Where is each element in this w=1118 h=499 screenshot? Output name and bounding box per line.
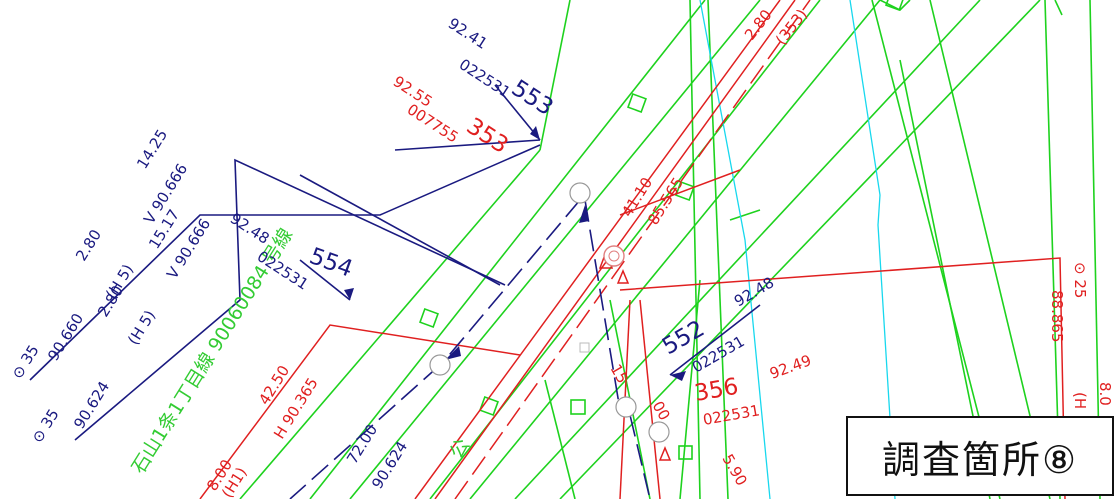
dim-1425: 14.25: [133, 126, 171, 172]
number-p356: 356: [693, 374, 741, 407]
dim-h90660: 90.660: [44, 310, 87, 364]
number-p353: 353: [462, 113, 513, 159]
dim-590: 5.90: [719, 451, 751, 489]
boundary-line: [699, 0, 771, 499]
value-p356: 92.49: [767, 351, 814, 383]
dim-h90624-b: 90.624: [368, 438, 411, 492]
boundary-line-right: [849, 0, 896, 499]
value-p552: 92.48: [731, 273, 777, 310]
code-p356: 022531: [702, 401, 762, 429]
survey-point-inner: [608, 250, 620, 262]
dim-280-a: 2.80: [72, 226, 105, 264]
dim-88865: 88.865: [1048, 290, 1066, 343]
survey-point-circle: [648, 421, 670, 443]
dim-circ35-b: ⊙ 35: [28, 406, 63, 446]
street-fragment: 公: [446, 435, 475, 463]
road-lines: [239, 0, 1101, 499]
survey-markers: [429, 182, 670, 443]
number-p554: 554: [306, 243, 356, 282]
small-square-marker: [579, 342, 590, 353]
code-p353: 007755: [404, 100, 462, 146]
dim-8-0: 8.0: [1096, 382, 1114, 406]
code-p553: 022531: [456, 55, 514, 101]
dim-280-top: 2.80: [741, 6, 776, 43]
survey-point-circle: [569, 182, 591, 204]
survey-point-circle: [429, 354, 451, 376]
survey-point-circle: [615, 396, 637, 418]
value-p553: 92.41: [445, 14, 491, 52]
page-title: 調査箇所⑧: [881, 437, 1079, 482]
dim-paren-h: (H: [1071, 392, 1089, 409]
title-box: 調査箇所⑧: [846, 416, 1114, 496]
dim-circ35-a: ⊙ 35: [8, 342, 43, 382]
dim-h5-b: (H 5): [124, 307, 159, 348]
survey-lines: [29, 84, 761, 499]
number-p553: 553: [507, 75, 558, 121]
dim-circ25: ⊙ 25: [1071, 262, 1089, 298]
dim-353-paren: (353): [772, 6, 811, 49]
dim-7200: 72.00: [343, 421, 381, 467]
dim-h90624: 90.624: [70, 378, 113, 432]
dim-4250: 42.50: [255, 362, 293, 408]
dim-15: 15: [607, 361, 632, 387]
